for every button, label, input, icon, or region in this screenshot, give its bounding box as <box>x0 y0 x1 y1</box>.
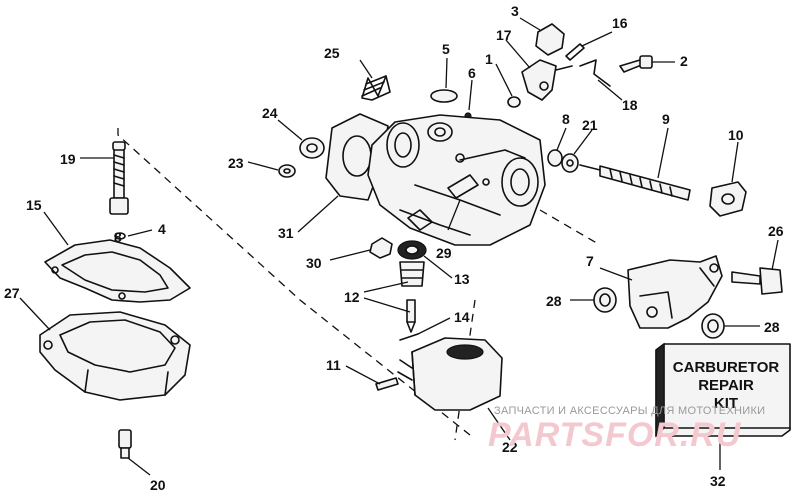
part-10-packing-nut <box>709 181 747 217</box>
part-8-small-ring <box>114 232 126 240</box>
callout-25: 25 <box>324 45 340 61</box>
callout-20: 20 <box>150 477 166 493</box>
part-13-washer <box>397 240 427 260</box>
callout-28-right: 28 <box>764 319 780 335</box>
callout-11: 11 <box>326 357 341 373</box>
part-15-gasket <box>44 239 191 303</box>
callout-1: 1 <box>485 51 493 67</box>
part-26-bolt <box>731 267 783 295</box>
watermark: ЗАПЧАСТИ И АКСЕССУАРЫ ДЛЯ МОТОТЕХНИКИ PA… <box>488 405 765 454</box>
callout-31: 31 <box>278 225 294 241</box>
callout-19: 19 <box>60 151 76 167</box>
callout-24: 24 <box>262 105 278 121</box>
part-3-cap <box>535 23 565 56</box>
callout-30: 30 <box>306 255 322 271</box>
part-25-spring <box>361 75 391 101</box>
carburetor-body <box>367 114 546 246</box>
part-8-washer <box>547 149 563 167</box>
callout-7: 7 <box>586 253 594 269</box>
part-27-float-bowl <box>39 311 191 401</box>
part-2-screw <box>619 55 653 73</box>
part-21-washer <box>561 153 579 173</box>
part-9-needle <box>579 164 691 201</box>
callout-26: 26 <box>768 223 784 239</box>
callout-13: 13 <box>454 271 470 287</box>
callout-27: 27 <box>4 285 20 301</box>
kit-line-2: REPAIR <box>698 377 754 394</box>
part-28-bushing-right <box>701 313 725 339</box>
callout-21: 21 <box>582 117 598 133</box>
callout-18: 18 <box>622 97 638 113</box>
kit-line-1: CARBURETOR <box>673 359 780 376</box>
part-18-link <box>579 59 611 87</box>
part-11-hinge-pin <box>375 377 399 391</box>
watermark-caption: ЗАПЧАСТИ И АКСЕССУАРЫ ДЛЯ МОТОТЕХНИКИ <box>494 405 765 417</box>
part-20-bolt <box>118 429 132 459</box>
part-28-bushing-left <box>593 287 617 313</box>
part-1-nut <box>507 96 521 108</box>
part-17-lever <box>521 59 573 101</box>
callout-numbers: 1 2 3 4 5 6 7 8 8 9 10 11 12 13 14 15 16… <box>4 3 784 493</box>
callout-22: 22 <box>502 439 518 455</box>
callout-8-right: 8 <box>562 111 570 127</box>
part-22-float <box>397 337 503 411</box>
part-32-repair-kit-box: CARBURETOR REPAIR KIT <box>655 342 791 438</box>
callout-17: 17 <box>496 27 512 43</box>
callout-2: 2 <box>680 53 688 69</box>
callout-12: 12 <box>344 289 360 305</box>
part-19-screw <box>109 141 129 215</box>
callout-32: 32 <box>710 473 726 489</box>
callout-29: 29 <box>436 245 452 261</box>
part-30-nut <box>369 237 393 259</box>
kit-line-3: KIT <box>714 395 738 412</box>
callout-14: 14 <box>454 309 470 325</box>
watermark-brand: PARTSFOR.RU <box>488 416 742 454</box>
callout-16: 16 <box>612 15 628 31</box>
callout-leader-lines <box>19 17 779 476</box>
callout-3: 3 <box>511 3 519 19</box>
part-5-plug <box>430 89 458 103</box>
callout-10: 10 <box>728 127 744 143</box>
part-23-ring <box>278 164 296 178</box>
callout-8-left: 8 <box>114 229 122 245</box>
part-16-pin <box>565 43 585 61</box>
part-14-pin <box>399 333 419 341</box>
callout-5: 5 <box>442 41 450 57</box>
callout-6: 6 <box>468 65 476 81</box>
callout-23: 23 <box>228 155 244 171</box>
callout-9: 9 <box>662 111 670 127</box>
part-24-washer <box>299 137 325 159</box>
callout-15: 15 <box>26 197 42 213</box>
part-7-bracket <box>627 255 723 329</box>
callout-28-left: 28 <box>546 293 562 309</box>
part-12-needle-seat <box>399 261 425 333</box>
callout-4: 4 <box>158 221 166 237</box>
